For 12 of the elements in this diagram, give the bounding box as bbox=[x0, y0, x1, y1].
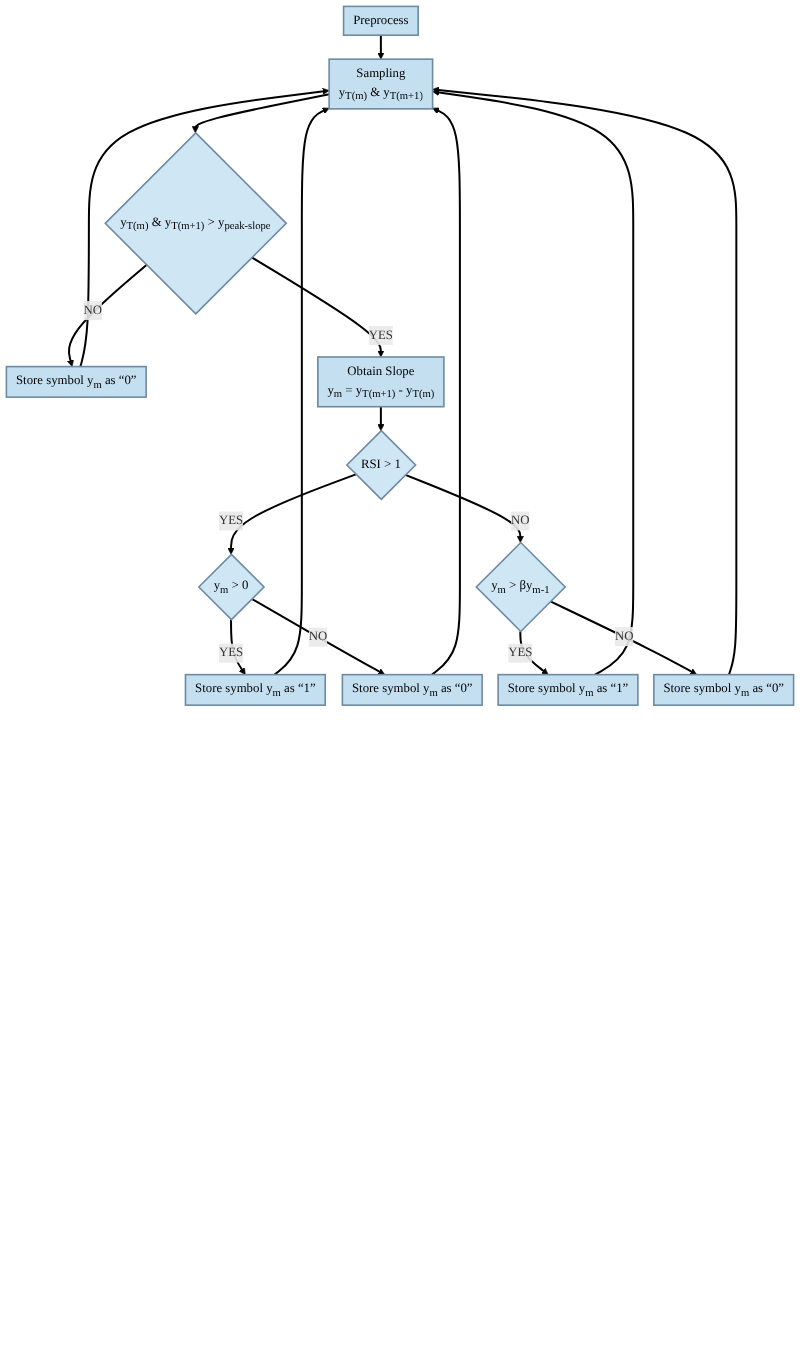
arrow bbox=[67, 263, 148, 367]
arrow bbox=[227, 473, 357, 555]
arrow bbox=[431, 107, 461, 676]
arrow bbox=[250, 597, 386, 675]
arrow bbox=[377, 405, 385, 431]
arrow bbox=[79, 87, 330, 368]
arrow bbox=[273, 107, 330, 676]
arrow bbox=[404, 473, 524, 543]
arrow bbox=[191, 93, 331, 134]
arrow bbox=[250, 256, 385, 358]
arrow bbox=[377, 34, 385, 60]
arrow bbox=[549, 600, 697, 675]
